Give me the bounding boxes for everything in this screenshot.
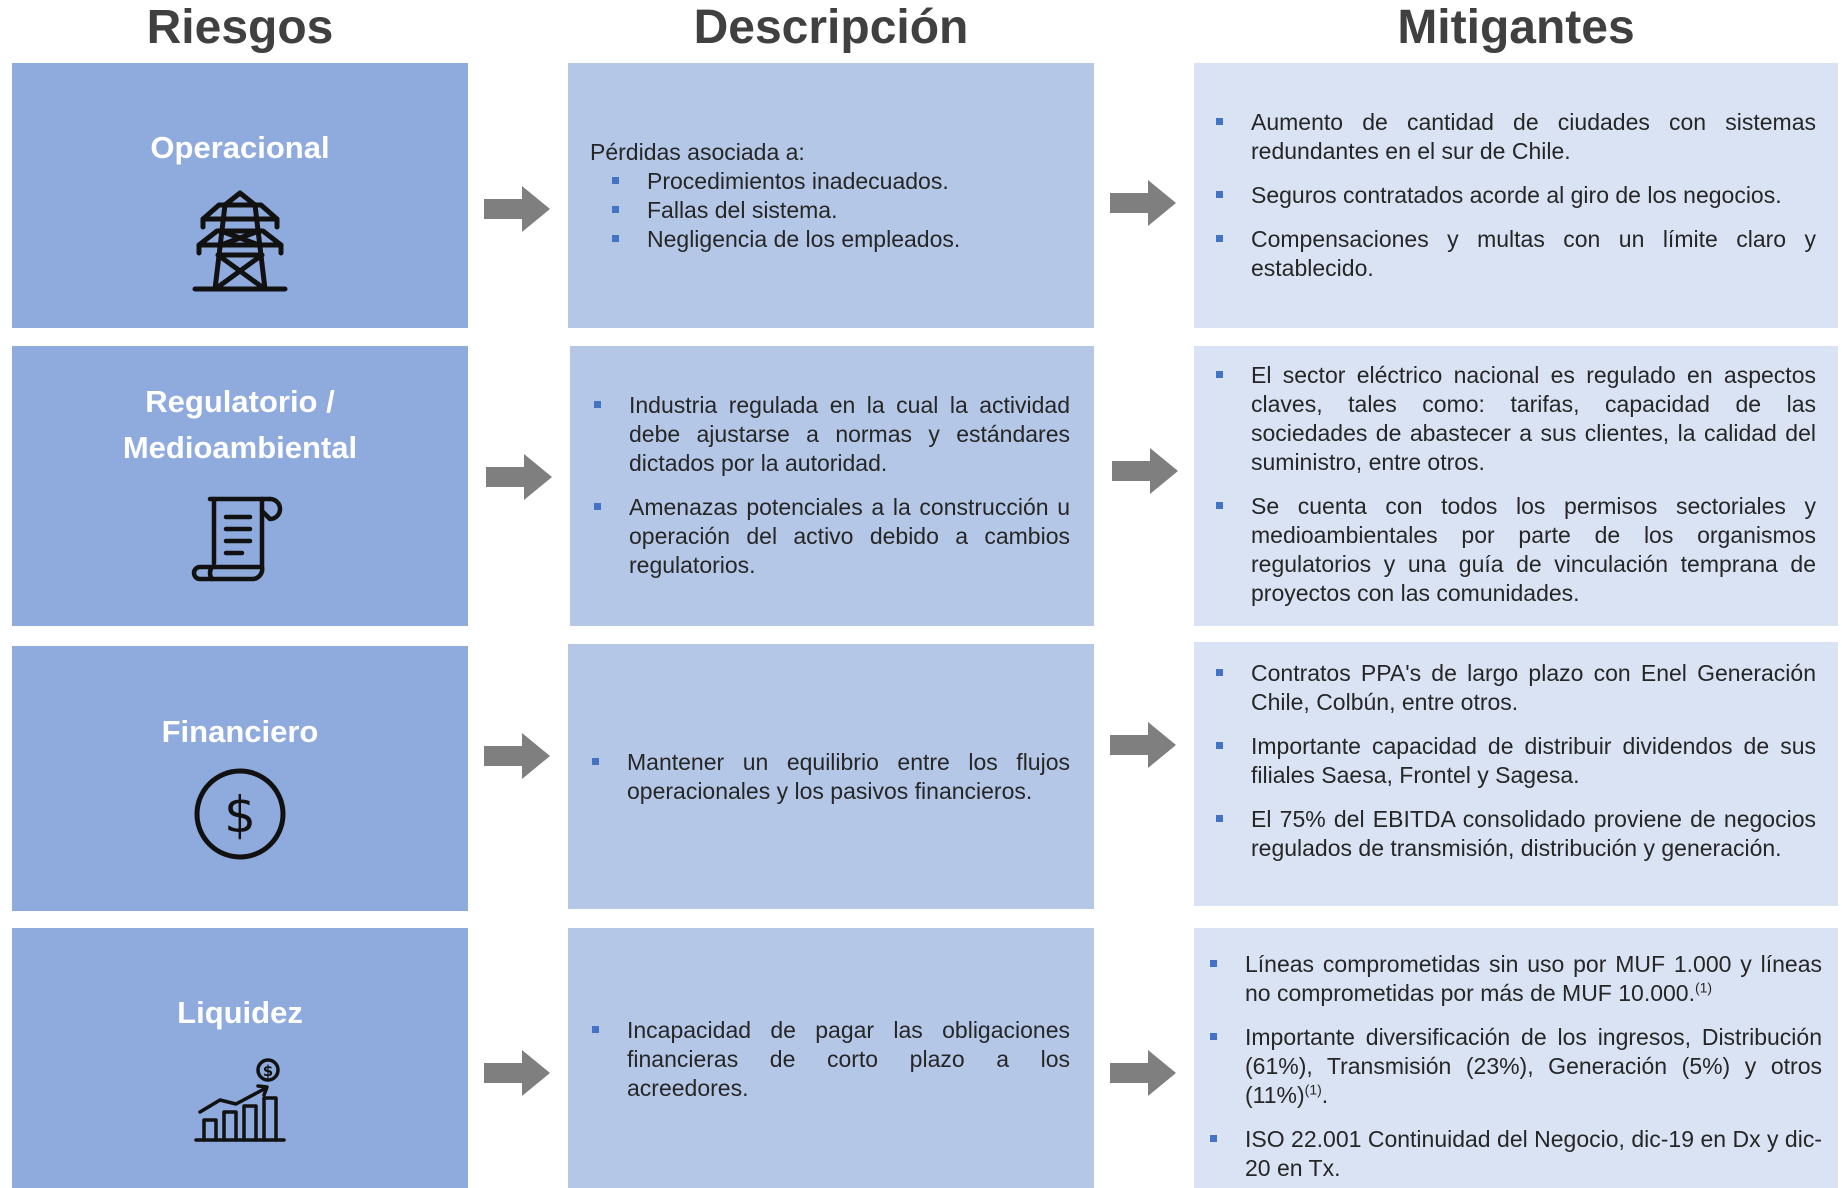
footnote-marker: (1) (1304, 1081, 1322, 1098)
mitigants-box-liquidez: Líneas comprometidas sin uso por MUF 1.0… (1194, 928, 1838, 1188)
list-item: Se cuenta con todos los permisos sectori… (1214, 492, 1816, 608)
list-item-period: . (1321, 1082, 1329, 1108)
risk-box-liquidez: Liquidez $ (12, 928, 468, 1188)
list-item: Líneas comprometidas sin uso por MUF 1.0… (1208, 950, 1822, 1008)
list-item: Compensaciones y multas con un límite cl… (1214, 225, 1816, 283)
list-item: El sector eléctrico nacional es regulado… (1214, 361, 1816, 477)
list-item: Mantener un equilibrio entre los flujos … (590, 748, 1070, 806)
arrow-right-icon (1110, 722, 1176, 768)
list-item: Importante diversificación de los ingres… (1208, 1023, 1822, 1110)
risk-title-line2: Medioambiental (122, 430, 358, 465)
list-item: Contratos PPA's de largo plazo con Enel … (1214, 659, 1816, 717)
list-item: Aumento de cantidad de ciudades con sist… (1214, 108, 1816, 166)
header-mitigants: Mitigantes (1397, 1, 1635, 54)
list-item: El 75% del EBITDA consolidado proviene d… (1214, 805, 1816, 863)
description-box-financiero: Mantener un equilibrio entre los flujos … (568, 644, 1094, 909)
scroll-document-icon (191, 496, 283, 582)
description-box-liquidez: Incapacidad de pagar las obligaciones fi… (568, 928, 1094, 1188)
transmission-tower-icon (192, 190, 288, 292)
risk-title: Operacional (150, 130, 330, 165)
risk-box-regulatorio: Regulatorio / Medioambiental (12, 346, 468, 626)
list-item: Seguros contratados acorde al giro de lo… (1214, 181, 1816, 210)
arrow-right-icon (1110, 1050, 1176, 1096)
list-item: Amenazas potenciales a la construcción u… (592, 493, 1070, 580)
risk-title-line1: Regulatorio / (145, 384, 335, 419)
list-item: Negligencia de los empleados. (610, 225, 1070, 254)
mitigants-box-financiero: Contratos PPA's de largo plazo con Enel … (1194, 642, 1838, 906)
list-item: Importante capacidad de distribuir divid… (1214, 732, 1816, 790)
list-item: Fallas del sistema. (610, 196, 1070, 225)
risk-title: Liquidez (177, 995, 303, 1030)
arrow-right-icon (1110, 180, 1176, 226)
arrow-right-icon (484, 186, 550, 232)
description-intro: Pérdidas asociada a: (590, 139, 805, 165)
list-item-text: Importante diversificación de los ingres… (1245, 1024, 1822, 1108)
arrow-right-icon (484, 733, 550, 779)
mitigants-box-operacional: Aumento de cantidad de ciudades con sist… (1194, 63, 1838, 328)
list-item: ISO 22.001 Continuidad del Negocio, dic-… (1208, 1125, 1822, 1183)
arrow-right-icon (486, 454, 552, 500)
growth-chart-icon: $ (194, 1058, 286, 1142)
arrow-right-icon (484, 1050, 550, 1096)
description-box-regulatorio: Industria regulada en la cual la activid… (570, 346, 1094, 626)
list-item: Procedimientos inadecuados. (610, 167, 1070, 196)
risk-box-operacional: Operacional (12, 63, 468, 328)
list-item-text: Líneas comprometidas sin uso por MUF 1.0… (1245, 951, 1822, 1006)
arrow-right-icon (1112, 448, 1178, 494)
mitigants-box-regulatorio: El sector eléctrico nacional es regulado… (1194, 346, 1838, 626)
description-box-operacional: Pérdidas asociada a: Procedimientos inad… (568, 63, 1094, 328)
footnote-marker: (1) (1694, 979, 1713, 996)
svg-text:$: $ (263, 1062, 273, 1080)
header-risks: Riesgos (146, 1, 334, 54)
dollar-coin-icon: $ (194, 768, 286, 860)
list-item: Industria regulada en la cual la activid… (592, 391, 1070, 478)
list-item: Incapacidad de pagar las obligaciones fi… (590, 1016, 1070, 1103)
risk-title: Financiero (161, 714, 319, 749)
svg-text:$: $ (224, 786, 256, 844)
header-description: Descripción (693, 1, 969, 54)
risk-box-financiero: Financiero $ (12, 646, 468, 911)
